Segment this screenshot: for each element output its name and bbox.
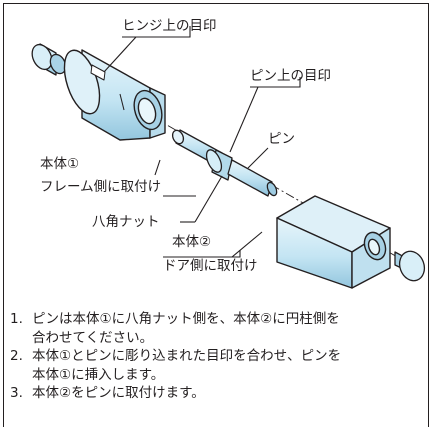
- figure-frame: [3, 3, 429, 427]
- instruction-step: 3. 本体②をピンに取付けます。: [10, 384, 428, 403]
- label-body2-sub: ドア側に取付け: [163, 258, 258, 274]
- leader-lines: [103, 26, 301, 258]
- step-number: 2.: [10, 348, 23, 364]
- step-text: 合わせてください。: [32, 329, 154, 346]
- assembly-instructions: 1. ピンは本体①に八角ナット側を、本体②に円柱側を合わせてください。 2. 本…: [10, 310, 428, 403]
- step-text: 本体①とピンに彫り込まれた目印を合わせ、ピンを: [32, 348, 342, 364]
- label-body2-name: 本体②: [172, 234, 211, 250]
- instruction-step: 1. ピンは本体①に八角ナット側を、本体②に円柱側を合わせてください。: [10, 310, 428, 347]
- body-1-part: [63, 49, 166, 141]
- body-2-part: [276, 195, 391, 289]
- label-hinge-mark: ヒンジ上の目印: [122, 18, 217, 34]
- label-hex-nut: 八角ナット: [92, 214, 160, 230]
- label-pin-mark: ピン上の目印: [250, 68, 331, 84]
- instruction-step: 2. 本体①とピンに彫り込まれた目印を合わせ、ピンを本体①に挿入します。: [10, 347, 428, 384]
- step-number: 1.: [10, 311, 23, 327]
- step-text: 本体①に挿入します。: [32, 366, 165, 383]
- label-body1-name: 本体①: [40, 156, 79, 172]
- end-cap-left: [31, 43, 67, 76]
- step-text: 本体②をピンに取付けます。: [32, 385, 205, 401]
- pin-part: [171, 129, 278, 197]
- label-body1-sub: フレーム側に取付け: [40, 179, 161, 195]
- end-cap-right: [394, 250, 426, 282]
- step-text: ピンは本体①に八角ナット側を、本体②に円柱側を: [32, 311, 340, 327]
- step-number: 3.: [10, 385, 23, 401]
- label-pin: ピン: [268, 131, 295, 147]
